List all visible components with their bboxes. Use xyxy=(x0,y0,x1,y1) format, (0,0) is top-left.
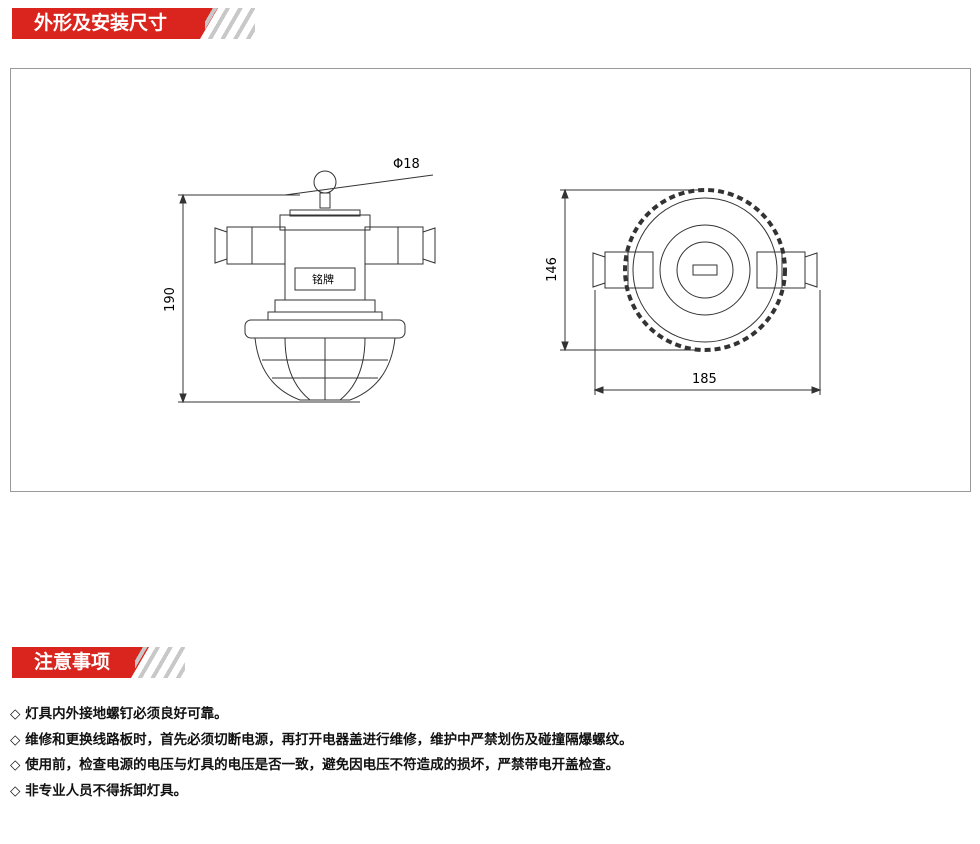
side-height-label: 146 xyxy=(544,257,560,282)
front-view-lamp xyxy=(178,170,436,404)
note-item: ◇ 灯具内外接地螺钉必须良好可靠。 xyxy=(10,706,228,722)
drawing-frame xyxy=(10,68,971,492)
nameplate-label: 铭牌 xyxy=(312,273,334,286)
header-stripes xyxy=(205,8,255,39)
diameter-label: Φ18 xyxy=(393,157,420,172)
width-label: 185 xyxy=(692,372,717,387)
section-header-notes: 注意事项 xyxy=(12,647,149,678)
section-header-dimensions: 外形及安装尺寸 xyxy=(12,8,218,39)
notes-list: ◇ 灯具内外接地螺钉必须良好可靠。 ◇ 维修和更换线路板时，首先必须切断电源，再… xyxy=(10,702,633,804)
note-item: ◇ 非专业人员不得拆卸灯具。 xyxy=(10,782,188,799)
top-view-lamp xyxy=(560,188,822,395)
note-item: ◇ 使用前，检查电源的电压与灯具的电压是否一致，避免因电压不符造成的损坏，严禁带… xyxy=(10,757,620,773)
note-item: ◇ 维修和更换线路板时，首先必须切断电源，再打开电器盖进行维修，维护中严禁划伤及… xyxy=(10,731,633,748)
height-label: 190 xyxy=(162,287,178,312)
header-stripes xyxy=(135,647,185,678)
